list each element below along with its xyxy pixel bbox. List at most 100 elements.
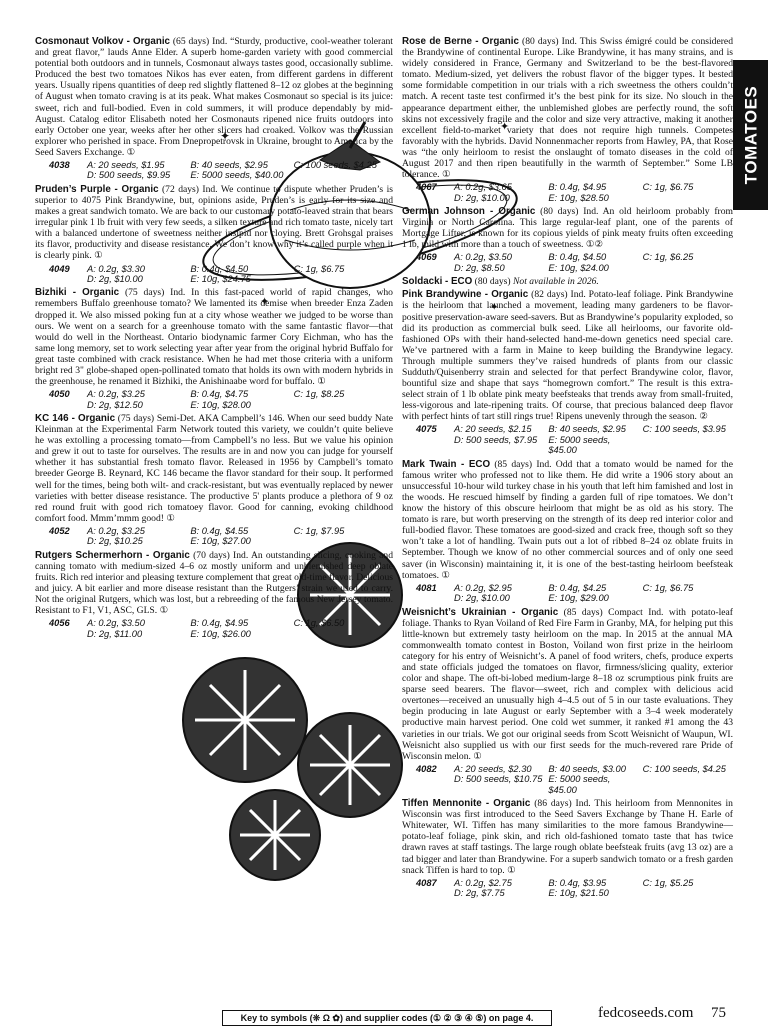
variety-description: This Swiss émigré could be considered th… — [402, 36, 733, 181]
item-number: 4069 — [416, 252, 437, 263]
order-option[interactable]: D: 500 seeds, $7.95 — [454, 434, 538, 445]
variety-entry: Cosmonaut Volkov - Organic (65 days) Ind… — [35, 36, 393, 158]
variety-description: An old heirloom probably from Virginia o… — [402, 206, 734, 251]
order-option[interactable]: D: 2g, $7.75 — [454, 888, 505, 899]
order-options: 4069 A: 0.2g, $3.50 B: 0.4g, $4.50 C: 1g, $… — [416, 252, 733, 273]
right-column: Rose de Berne - Organic (80 days) Ind. T… — [402, 36, 733, 902]
variety-description: In this fast-paced world of rapid change… — [35, 287, 393, 388]
variety-entry: Soldacki - ECO (80 days) Not available i… — [402, 276, 733, 287]
order-option[interactable]: A: 20 seeds, $1.95 — [87, 160, 165, 171]
variety-entry: Weisnicht’s Ukrainian - Organic (85 days… — [402, 607, 733, 762]
order-option[interactable]: B: 0.4g, $4.25 — [548, 582, 607, 593]
order-option[interactable]: D: 2g, $11.00 — [87, 628, 143, 639]
order-option[interactable]: B: 0.4g, $4.50 — [548, 252, 607, 263]
order-option[interactable]: D: 2g, $12.50 — [87, 399, 143, 410]
item-number: 4052 — [49, 525, 70, 536]
order-option[interactable]: C: 1g, $7.95 — [293, 525, 345, 536]
order-option[interactable]: B: 40 seeds, $3.00 — [548, 763, 626, 774]
variety-name: Rutgers Schermerhorn - Organic — [35, 549, 190, 561]
variety-days: (80 days) — [474, 276, 511, 288]
variety-description: Potato-leaf foliage. Pink Brandywine is … — [402, 289, 734, 423]
order-option[interactable]: E: 10g, $28.00 — [190, 399, 251, 410]
order-option[interactable]: A: 0.2g, $2.95 — [454, 582, 512, 593]
order-option[interactable]: B: 0.4g, $4.95 — [548, 182, 607, 193]
order-option[interactable]: D: 500 seeds, $10.75 — [454, 774, 543, 785]
order-option[interactable]: C: 1g, $6.25 — [642, 252, 694, 263]
variety-name: Soldacki - ECO — [402, 276, 473, 288]
order-option[interactable]: C: 100 seeds, $3.95 — [642, 424, 726, 435]
order-options: 4056 A: 0.2g, $3.50 B: 0.4g, $4.95 C: 1g, $… — [49, 618, 393, 639]
order-option[interactable]: E: 10g, $24.75 — [190, 273, 251, 284]
variety-name: Mark Twain - ECO — [402, 458, 491, 470]
order-option[interactable]: A: 0.2g, $3.50 — [454, 252, 512, 263]
item-number: 4087 — [416, 877, 437, 888]
variety-entry: Bizhiki - Organic (75 days) Ind. In this… — [35, 287, 393, 387]
order-option[interactable]: E: 10g, $28.50 — [548, 192, 609, 203]
website-url: fedcoseeds.com — [598, 1005, 694, 1021]
order-option[interactable]: D: 2g, $10.00 — [454, 593, 510, 604]
variety-description: This heirloom from Mennonites in Wiscons… — [402, 798, 733, 876]
order-option[interactable]: B: 40 seeds, $2.95 — [548, 424, 626, 435]
order-option[interactable]: C: 100 seeds, $4.25 — [293, 160, 377, 171]
order-option[interactable]: E: 10g, $24.00 — [548, 262, 609, 273]
order-option[interactable]: C: 1g, $6.75 — [642, 582, 694, 593]
order-option[interactable]: A: 0.2g, $2.75 — [454, 877, 512, 888]
variety-days: (75 days) Semi-Det. — [117, 412, 197, 424]
order-option[interactable]: B: 0.4g, $4.95 — [190, 618, 249, 629]
order-option[interactable]: A: 0.2g, $3.30 — [87, 263, 145, 274]
order-option[interactable]: C: 1g, $6.50 — [293, 618, 345, 629]
variety-description: with potato-leaf foliage. Thanks to Ryan… — [402, 606, 734, 762]
variety-description: AKA Campbell’s 146. When our seed buddy … — [35, 412, 393, 524]
order-option[interactable]: E: 5000 seeds, $40.00 — [190, 170, 284, 181]
order-option[interactable]: E: 10g, $29.00 — [548, 593, 609, 604]
order-option[interactable]: B: 0.4g, $4.50 — [190, 263, 249, 274]
variety-description: “Sturdy, productive, cool-weather tolera… — [35, 36, 393, 158]
order-option[interactable]: C: 100 seeds, $4.25 — [642, 763, 726, 774]
order-option[interactable]: D: 2g, $10.00 — [454, 192, 510, 203]
order-options: 4038 A: 20 seeds, $1.95 B: 40 seeds, $2.95… — [49, 160, 393, 181]
order-option[interactable]: D: 500 seeds, $9.95 — [87, 170, 171, 181]
variety-days: (65 days) Ind. — [172, 36, 228, 47]
order-option[interactable]: B: 0.4g, $3.95 — [548, 877, 607, 888]
variety-days: (72 days) Ind. — [161, 183, 218, 195]
variety-entry: Rutgers Schermerhorn - Organic (70 days)… — [35, 550, 393, 617]
order-option[interactable]: A: 20 seeds, $2.15 — [454, 424, 532, 435]
item-number: 4056 — [49, 618, 70, 629]
variety-description: Odd that a tomato would be named for the… — [402, 458, 733, 581]
order-option[interactable]: C: 1g, $5.25 — [642, 877, 694, 888]
variety-days: (75 days) Ind. — [124, 287, 186, 299]
order-option[interactable]: A: 20 seeds, $2.30 — [454, 763, 532, 774]
order-options: 4087 A: 0.2g, $2.75 B: 0.4g, $3.95 C: 1g, $… — [416, 878, 733, 899]
order-option[interactable]: C: 1g, $8.25 — [293, 389, 345, 400]
variety-name: Cosmonaut Volkov - Organic — [35, 36, 171, 47]
left-column: Cosmonaut Volkov - Organic (65 days) Ind… — [35, 36, 393, 642]
order-option[interactable]: E: 5000 seeds, $45.00 — [548, 774, 611, 795]
item-number: 4038 — [49, 160, 70, 171]
variety-entry: Mark Twain - ECO (85 days) Ind. Odd that… — [402, 459, 733, 581]
order-option[interactable]: E: 10g, $21.50 — [548, 888, 609, 899]
symbol-key-box: Key to symbols (❊ Ω ✿) and supplier code… — [222, 1010, 552, 1026]
order-option[interactable]: C: 1g, $6.75 — [293, 263, 345, 274]
order-option[interactable]: B: 0.4g, $4.75 — [190, 389, 249, 400]
order-option[interactable]: C: 1g, $6.75 — [642, 182, 694, 193]
item-number: 4067 — [416, 182, 437, 193]
order-option[interactable]: B: 0.4g, $4.55 — [190, 525, 249, 536]
variety-entry: Pink Brandywine - Organic (82 days) Ind.… — [402, 289, 733, 422]
variety-name: Bizhiki - Organic — [35, 287, 120, 299]
order-option[interactable]: A: 0.2g, $3.25 — [87, 389, 145, 400]
order-option[interactable]: D: 2g, $10.00 — [87, 273, 143, 284]
order-option[interactable]: B: 40 seeds, $2.95 — [190, 160, 268, 171]
order-option[interactable]: A: 0.2g, $3.50 — [87, 618, 145, 629]
variety-days: (70 days) Ind. — [193, 549, 249, 561]
order-option[interactable]: D: 2g, $10.25 — [87, 536, 143, 547]
variety-description: We continue to dispute whether Pruden’s … — [35, 183, 393, 262]
item-number: 4049 — [49, 263, 70, 274]
order-option[interactable]: E: 5000 seeds, $45.00 — [548, 434, 611, 456]
order-option[interactable]: E: 10g, $27.00 — [190, 536, 251, 547]
order-option[interactable]: A: 0.2g, $3.65 — [454, 182, 512, 193]
variety-entry: Tiffen Mennonite - Organic (86 days) Ind… — [402, 798, 733, 876]
order-option[interactable]: A: 0.2g, $3.25 — [87, 525, 145, 536]
order-option[interactable]: E: 10g, $26.00 — [190, 628, 251, 639]
order-option[interactable]: D: 2g, $8.50 — [454, 262, 505, 273]
